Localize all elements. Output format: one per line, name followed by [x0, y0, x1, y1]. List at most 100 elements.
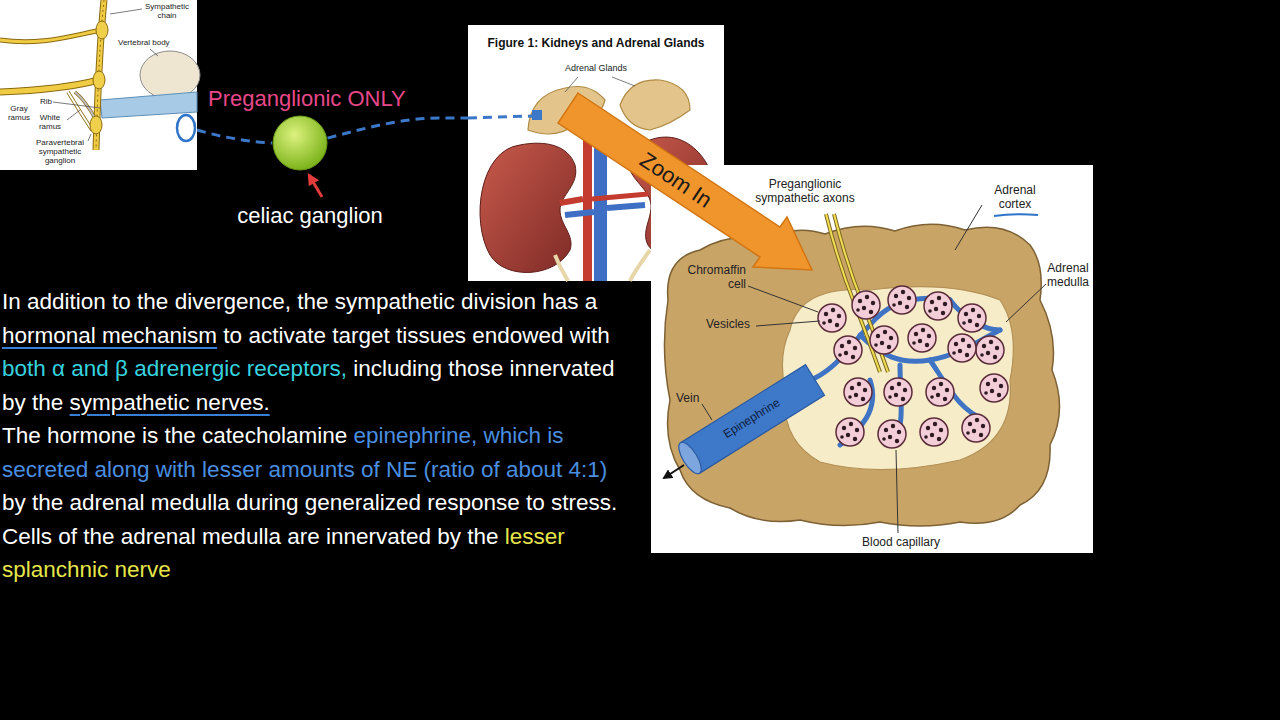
text-paragraph: In addition to the divergence, the sympa…	[2, 285, 634, 587]
part-label: Gray ramus	[4, 104, 34, 122]
paragraph-text: In addition to the divergence, the sympa…	[2, 289, 597, 314]
hand-underline	[994, 214, 1038, 216]
ganglion-shape	[272, 115, 328, 171]
chromaffin-cells	[976, 336, 1004, 364]
chromaffin-cells	[958, 304, 986, 332]
chromaffin-cells	[980, 374, 1008, 402]
chromaffin-cells	[836, 418, 864, 446]
paragraph-block: Cells of the adrenal medulla are innerva…	[2, 520, 634, 587]
paragraph-text: hormonal mechanism	[2, 323, 217, 348]
preganglionic-fiber	[328, 118, 468, 138]
leader-line	[612, 77, 635, 86]
chromaffin-cells	[908, 324, 936, 352]
adrenal-cortex	[664, 224, 1059, 526]
arrow-label: Zoom In	[635, 147, 716, 213]
part-label: Blood capillary	[862, 536, 940, 550]
kidney-illustration	[592, 194, 648, 199]
kidney-illustration	[630, 250, 650, 281]
target-marker	[532, 110, 542, 120]
leader-line	[756, 321, 820, 326]
chromaffin-cells	[818, 286, 1008, 448]
preganglionic-fiber	[468, 116, 532, 118]
spinal-illustration	[0, 30, 102, 42]
chromaffin-cells	[888, 286, 916, 314]
adrenal-medulla	[782, 287, 1013, 470]
part-label: Sympathetic chain	[143, 2, 191, 20]
paragraph-block: In addition to the divergence, the sympa…	[2, 285, 634, 419]
chromaffin-cells	[844, 378, 872, 406]
leader-line	[110, 9, 142, 14]
paragraph-text: by the adrenal medulla during generalize…	[2, 490, 617, 515]
spinal-illustration	[93, 71, 105, 89]
leader-line	[53, 9, 158, 141]
spinal-illustration	[0, 30, 102, 42]
part-label: White ramus	[34, 113, 66, 131]
part-label: Preganglionic sympathetic axons	[750, 178, 860, 206]
part-label: Adrenal Glands	[565, 63, 627, 73]
chromaffin-cells	[884, 378, 912, 406]
paragraph-text: sympathetic nerves.	[70, 390, 270, 415]
kidney-illustration	[583, 125, 592, 281]
preganglionic-fiber	[197, 130, 272, 143]
kidney-illustration	[480, 143, 576, 272]
spinal-illustration	[100, 92, 197, 118]
part-label: Adrenal cortex	[985, 184, 1045, 212]
chromaffin-cells	[962, 414, 990, 442]
leader-line	[150, 49, 158, 56]
spinal-illustration	[0, 80, 99, 92]
part-label: Vertebral body	[118, 38, 170, 47]
spinal-illustration	[90, 116, 102, 134]
highlight-circle	[177, 115, 195, 141]
figure-title: Figure 1: Kidneys and Adrenal Glands	[472, 36, 720, 50]
part-label: Vesicles	[706, 318, 750, 332]
leader-line	[748, 286, 818, 312]
kidney-illustration	[555, 255, 568, 281]
chromaffin-cells	[920, 418, 948, 446]
spinal-illustration	[0, 0, 200, 170]
part-label: Paravertebral sympathetic ganglion	[30, 138, 90, 166]
ganglion-circle: celiac ganglion	[272, 115, 328, 171]
leader-line	[565, 77, 578, 92]
chromaffin-cells	[926, 378, 954, 406]
ganglion-shape	[273, 116, 327, 170]
spinal-illustration	[140, 51, 200, 99]
leader-line	[702, 205, 1046, 533]
spinal-illustration	[68, 92, 92, 130]
leader-line	[1006, 284, 1046, 322]
ganglion-label: celiac ganglion	[237, 203, 383, 228]
paragraph-text: The hormone is the catecholamine	[2, 423, 347, 448]
capillary-network	[815, 298, 1000, 445]
highlight-text: both α and β adrenergic receptors,	[2, 356, 347, 381]
leader-line	[955, 205, 982, 250]
part-label: Chromaffin cell	[676, 264, 746, 292]
chromaffin-cells	[834, 336, 862, 364]
kidney-illustration	[565, 212, 594, 215]
flow-arrow	[664, 465, 684, 478]
chromaffin-cells	[818, 304, 846, 332]
kidney-illustration	[620, 80, 690, 130]
paragraph-block: The hormone is the catecholamine epineph…	[2, 419, 634, 520]
vessel-label: Epinephrine	[721, 396, 783, 442]
vein-opening	[675, 439, 706, 477]
vein	[681, 365, 825, 474]
part-label: Vein	[676, 392, 699, 406]
spinal-illustration	[0, 80, 99, 92]
part-label: Adrenal medulla	[1045, 262, 1091, 290]
leader-line	[53, 102, 100, 108]
paragraph-text: to activate target tissues endowed with	[223, 323, 609, 348]
paragraph-text: Cells of the adrenal medulla are innerva…	[2, 524, 499, 549]
chromaffin-cells	[852, 291, 880, 319]
leader-line	[702, 404, 712, 420]
pointer-arrow	[309, 175, 322, 197]
spinal-illustration	[68, 92, 92, 130]
kidney-illustration	[560, 199, 583, 203]
part-label: Rib	[40, 97, 52, 106]
leader-line	[67, 110, 80, 120]
leader-line	[896, 450, 898, 533]
leader-line	[565, 77, 635, 92]
chromaffin-cells	[878, 420, 906, 448]
annotation-text: Preganglionic ONLY	[208, 86, 406, 111]
leader-line	[88, 134, 91, 141]
chromaffin-cells	[948, 334, 976, 362]
